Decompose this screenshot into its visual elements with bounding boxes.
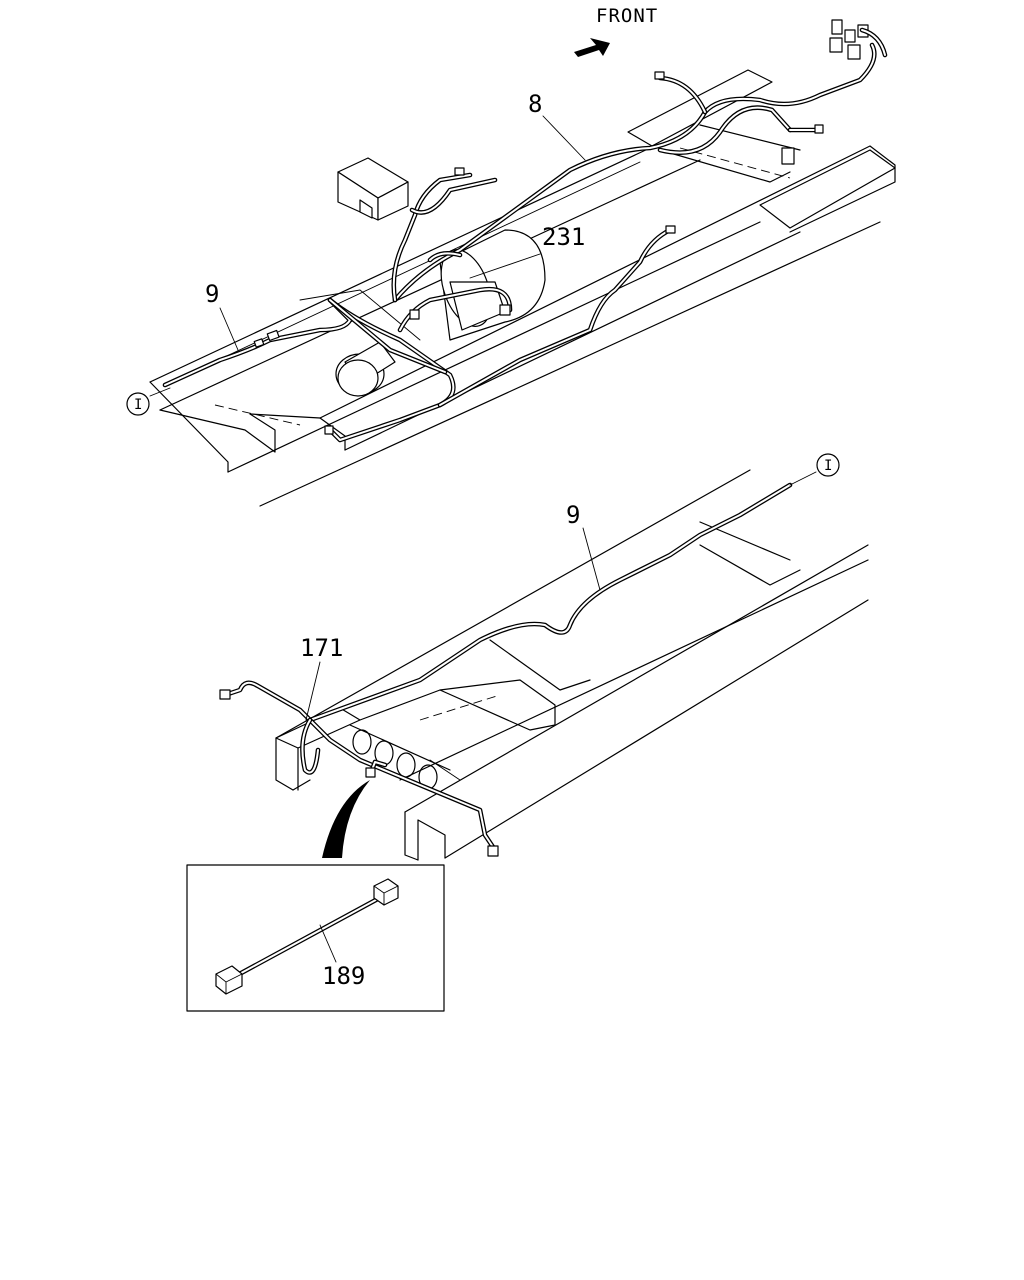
- connection-ref-bottom-right: I: [789, 453, 840, 486]
- front-indicator: FRONT: [574, 5, 658, 57]
- callout-8: 8: [528, 90, 542, 118]
- front-arrow-icon: [574, 38, 610, 57]
- round-component: [335, 341, 396, 397]
- callouts-top: 8 9 231 I: [126, 90, 586, 416]
- detail-pointer-icon: [322, 780, 370, 858]
- front-connector-cluster: [829, 19, 888, 60]
- connector-189-b: [373, 878, 399, 906]
- harness-routes-bottom: [219, 482, 793, 857]
- callout-9-bottom: 9: [566, 501, 580, 529]
- connection-ref-top-left: I: [126, 387, 171, 416]
- callouts-bottom: 9 171 I: [300, 453, 840, 721]
- chassis-frame-bottom: [275, 469, 869, 861]
- callout-189: 189: [322, 962, 365, 990]
- connector-189-a: [215, 965, 243, 995]
- harness-routes-top: [162, 19, 888, 443]
- callout-9-top: 9: [205, 280, 219, 308]
- callout-231: 231: [542, 223, 585, 251]
- connection-ref-bottom-right-label: I: [824, 458, 832, 474]
- fuel-tank: [439, 229, 546, 341]
- connection-ref-top-left-label: I: [134, 397, 142, 413]
- junction-box: [337, 157, 409, 221]
- front-label: FRONT: [596, 5, 658, 27]
- chassis-frame-top: [149, 69, 896, 507]
- callout-171: 171: [300, 634, 343, 662]
- detail-inset: 189: [186, 780, 445, 1012]
